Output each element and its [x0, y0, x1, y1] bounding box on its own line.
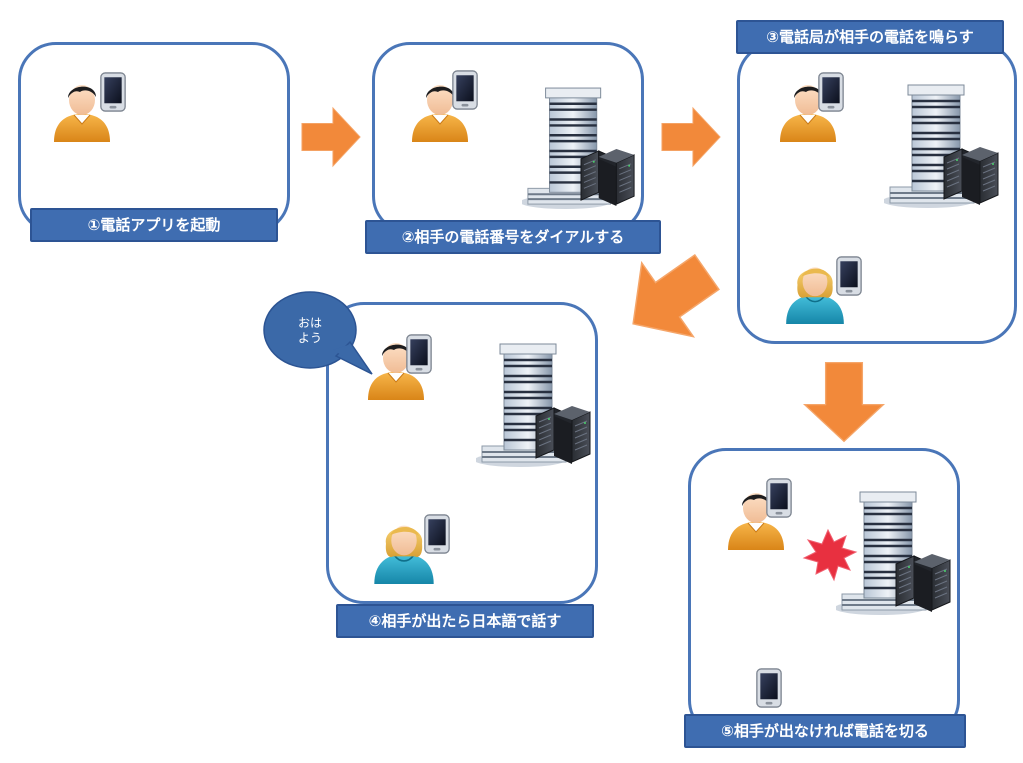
arrow-icon: [661, 107, 721, 167]
arrow-icon: [803, 361, 885, 443]
arrow-icon: [606, 234, 734, 362]
step5-artwork: [727, 478, 950, 708]
step3-label: ③電話局が相手の電話を鳴らす: [736, 20, 1004, 54]
tower-icon: [474, 344, 590, 467]
phone-icon: [766, 478, 792, 518]
phone-icon: [424, 514, 450, 554]
step4-artwork: [263, 291, 590, 584]
step5-label: ⑤相手が出なければ電話を切る: [684, 714, 966, 748]
speech-line-2: よう: [297, 331, 322, 345]
step3-artwork: [779, 72, 998, 324]
speech-line-1: おは: [297, 316, 322, 330]
phone-icon: [836, 256, 862, 296]
phone-icon: [452, 70, 478, 110]
phone-icon: [100, 72, 126, 112]
step2-artwork: [411, 70, 634, 209]
tower-icon: [520, 88, 634, 209]
speech-bubble-icon: [263, 291, 373, 375]
speech-bubble-text: おは よう: [280, 316, 340, 346]
phone-icon: [818, 72, 844, 112]
phone-icon: [756, 668, 782, 708]
phone-icon: [406, 334, 432, 374]
step4-label: ④相手が出たら日本語で話す: [336, 604, 594, 638]
tower-icon: [882, 85, 998, 208]
step1-label: ①電話アプリを起動: [30, 208, 278, 242]
woman-icon: [785, 266, 845, 324]
arrow-icon: [301, 107, 361, 167]
step2-label: ②相手の電話番号をダイアルする: [365, 220, 661, 254]
burst-icon: [802, 528, 858, 582]
step1-artwork: [53, 72, 126, 142]
